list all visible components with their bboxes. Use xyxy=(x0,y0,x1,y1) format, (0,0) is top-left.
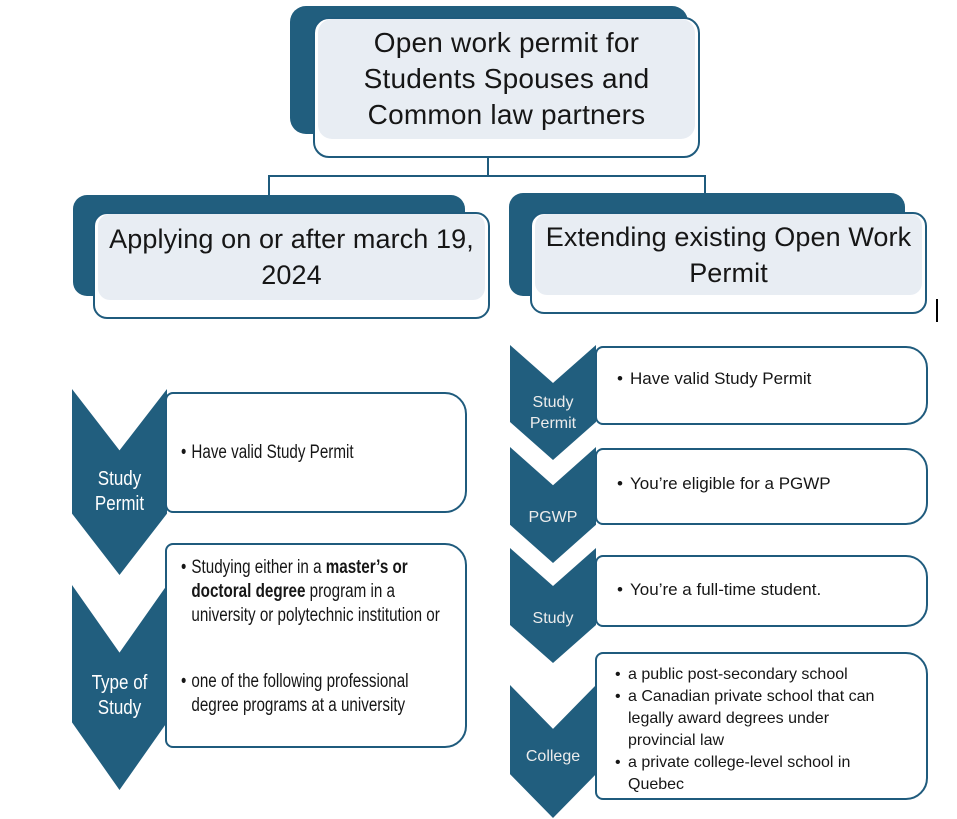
branch-left-node: Applying on or after march 19, 2024 xyxy=(93,212,490,319)
chevron-label: Study Permit xyxy=(529,393,577,432)
bullet-text: a public post-secondary school xyxy=(628,666,848,683)
textbox-college: • a public post-secondary school • a Can… xyxy=(595,652,928,800)
bullet-icon: • xyxy=(617,579,623,599)
chevron-label: College xyxy=(525,748,581,765)
connector-drop-right xyxy=(704,175,706,194)
bullet-icon: • xyxy=(617,369,623,388)
branch-right-title: Extending existing Open Work Permit xyxy=(545,221,912,288)
chevron-type-of-study: Type of Study xyxy=(72,585,167,790)
bullet-icon: • xyxy=(181,441,187,463)
bullet-text: You’re a full-time student. xyxy=(630,579,822,599)
chevron-down-shape xyxy=(72,585,167,790)
chevron-pgwp: PGWP xyxy=(510,447,596,563)
text-cursor-mark xyxy=(936,299,938,322)
chevron-label: Study xyxy=(532,610,574,627)
branch-right-node: Extending existing Open Work Permit xyxy=(530,212,927,314)
textbox-left-study-permit: • Have valid Study Permit xyxy=(165,392,467,513)
root-node: Open work permit for Students Spouses an… xyxy=(313,17,700,158)
bullet-icon: • xyxy=(615,666,621,683)
chevron-study: Study xyxy=(510,548,596,663)
bullet-text: You’re eligible for a PGWP xyxy=(630,474,831,493)
bullet-icon: • xyxy=(615,688,621,705)
chevron-down-shape xyxy=(510,345,596,460)
bullet-text: a Canadian private school that can legal… xyxy=(628,688,875,749)
chevron-label: PGWP xyxy=(528,508,578,526)
textbox-type-of-study: • Studying either in a master’s or docto… xyxy=(165,543,467,748)
chevron-study-permit-left: Study Permit xyxy=(72,389,167,575)
connector-rail xyxy=(268,175,706,177)
chevron-down-shape xyxy=(510,548,596,663)
bullet-text: a private college-level school in Quebec xyxy=(628,754,851,793)
bullet-icon: • xyxy=(181,557,187,578)
branch-left-title: Applying on or after march 19, 2024 xyxy=(109,224,474,290)
bullet-text: Have valid Study Permit xyxy=(191,441,354,463)
textbox-right-study-permit: • Have valid Study Permit xyxy=(595,346,928,425)
root-title: Open work permit for Students Spouses an… xyxy=(363,27,650,130)
bullet-text: Have valid Study Permit xyxy=(630,369,812,388)
bullet-icon: • xyxy=(617,474,623,493)
chevron-study-permit-right: Study Permit xyxy=(510,345,596,460)
bullet-text: one of the following professional degree… xyxy=(191,671,409,716)
chevron-label: Type of Study xyxy=(91,671,148,719)
textbox-pgwp: • You’re eligible for a PGWP xyxy=(595,448,928,525)
bullet-icon: • xyxy=(615,754,621,771)
chevron-label: Study Permit xyxy=(94,468,145,515)
connector-stem xyxy=(487,157,489,176)
connector-drop-left xyxy=(268,175,270,196)
root-tint: Open work permit for Students Spouses an… xyxy=(318,19,695,139)
bullet-text: Studying either in a master’s or doctora… xyxy=(191,557,440,626)
chevron-down-shape xyxy=(72,389,167,575)
bullet-icon: • xyxy=(181,671,187,692)
branch-left-tint: Applying on or after march 19, 2024 xyxy=(98,214,485,300)
textbox-study: • You’re a full-time student. xyxy=(595,555,928,627)
branch-right-tint: Extending existing Open Work Permit xyxy=(535,214,922,295)
chevron-down-shape xyxy=(510,685,596,818)
chevron-down-shape xyxy=(510,447,596,563)
chevron-college: College xyxy=(510,685,596,818)
